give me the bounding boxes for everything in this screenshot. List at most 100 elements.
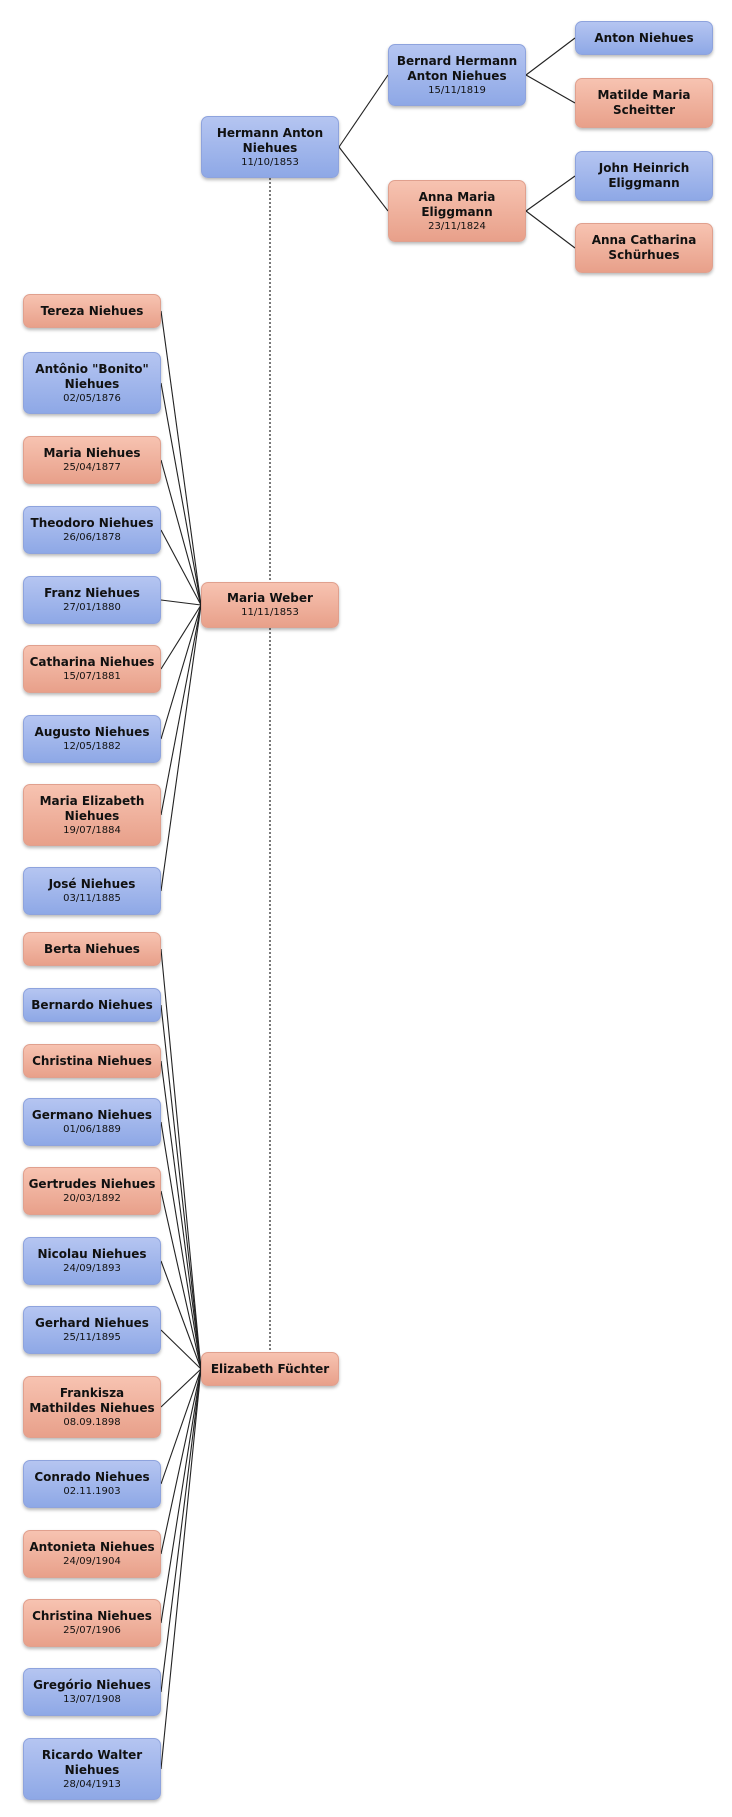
child-node[interactable]: Conrado Niehues 02.11.1903	[23, 1460, 161, 1508]
child-node[interactable]: Gertrudes Niehues 20/03/1892	[23, 1167, 161, 1215]
child-node[interactable]: Berta Niehues	[23, 932, 161, 966]
person-date: 24/09/1893	[63, 1263, 121, 1274]
person-name: Gertrudes Niehues	[28, 1177, 156, 1191]
child-connector-line	[160, 1368, 202, 1624]
person-name: Bernard Hermann Anton Niehues	[396, 53, 518, 83]
child-connector-line	[160, 1368, 202, 1693]
child-node[interactable]: Franz Niehues 27/01/1880	[23, 576, 161, 624]
child-connector-line	[160, 604, 202, 670]
person-date: 25/11/1895	[63, 1332, 121, 1343]
person-elizabeth-fuchter[interactable]: Elizabeth Füchter	[201, 1352, 339, 1386]
child-node[interactable]: Tereza Niehues	[23, 294, 161, 328]
child-connector-line	[160, 1368, 202, 1408]
child-connector-line	[160, 599, 202, 606]
person-name: Antônio "Bonito" Niehues	[35, 361, 149, 391]
child-connector-line	[160, 1368, 202, 1770]
child-connector-line	[160, 1190, 202, 1370]
child-connector-line	[160, 1368, 202, 1485]
person-date: 26/06/1878	[63, 532, 121, 543]
child-node[interactable]: Nicolau Niehues 24/09/1893	[23, 1237, 161, 1285]
person-date: 20/03/1892	[63, 1193, 121, 1204]
person-name: Augusto Niehues	[34, 725, 150, 739]
person-name: Maria Niehues	[43, 446, 141, 460]
child-node[interactable]: Bernardo Niehues	[23, 988, 161, 1022]
person-date: 11/11/1853	[241, 607, 299, 618]
child-node[interactable]: Theodoro Niehues 26/06/1878	[23, 506, 161, 554]
person-name: Ricardo Walter Niehues	[41, 1747, 143, 1777]
child-connector-line	[160, 1121, 202, 1370]
child-connector-line	[160, 1004, 202, 1370]
person-date: 25/07/1906	[63, 1625, 121, 1636]
person-date: 28/04/1913	[63, 1778, 121, 1790]
person-date: 03/11/1885	[63, 893, 121, 904]
child-connector-line	[160, 310, 202, 606]
connector-line	[338, 146, 389, 212]
connector-line	[525, 210, 576, 249]
child-connector-line	[160, 459, 202, 606]
person-name: José Niehues	[48, 877, 136, 891]
child-connector-line	[160, 382, 202, 606]
person-name: Maria Elizabeth Niehues	[39, 793, 145, 823]
connector-line	[525, 74, 576, 104]
person-anton-niehues[interactable]: Anton Niehues	[575, 21, 713, 55]
person-date: 15/07/1881	[63, 671, 121, 682]
person-name: Franz Niehues	[44, 586, 140, 600]
connector-line	[525, 175, 576, 212]
person-name: Gregório Niehues	[33, 1678, 151, 1692]
child-node[interactable]: Gerhard Niehues 25/11/1895	[23, 1306, 161, 1354]
child-node[interactable]: Christina Niehues	[23, 1044, 161, 1078]
person-name: Elizabeth Füchter	[210, 1361, 330, 1376]
person-name: Tereza Niehues	[40, 303, 144, 318]
child-node[interactable]: Christina Niehues 25/07/1906	[23, 1599, 161, 1647]
person-date: 08.09.1898	[63, 1416, 121, 1428]
person-date: 02.11.1903	[63, 1486, 121, 1497]
person-date: 12/05/1882	[63, 741, 121, 752]
child-node[interactable]: José Niehues 03/11/1885	[23, 867, 161, 915]
person-name: Nicolau Niehues	[37, 1247, 147, 1261]
person-date: 13/07/1908	[63, 1694, 121, 1705]
person-name: Gerhard Niehues	[35, 1316, 149, 1330]
person-john-heinrich-eliggmann[interactable]: John Heinrich Eliggmann	[575, 151, 713, 201]
person-name: Matilde Maria Scheitter	[597, 88, 691, 117]
person-anna-catharina-schurhues[interactable]: Anna Catharina Schürhues	[575, 223, 713, 273]
person-date: 27/01/1880	[63, 602, 121, 613]
person-name: Hermann Anton Niehues	[216, 125, 324, 155]
child-connector-line	[160, 948, 202, 1370]
person-name: Christina Niehues	[32, 1609, 152, 1623]
person-name: Antonieta Niehues	[29, 1540, 155, 1554]
child-connector-line	[160, 529, 202, 606]
child-connector-line	[160, 1329, 202, 1370]
child-connector-line	[160, 604, 202, 892]
person-maria-weber[interactable]: Maria Weber 11/11/1853	[201, 582, 339, 628]
connector-line	[525, 37, 576, 76]
child-node[interactable]: Augusto Niehues 12/05/1882	[23, 715, 161, 763]
connector-line	[338, 74, 389, 148]
person-date: 19/07/1884	[63, 824, 121, 836]
person-name: Anton Niehues	[594, 30, 694, 45]
person-name: Berta Niehues	[44, 941, 140, 956]
person-matilde-maria-scheitter[interactable]: Matilde Maria Scheitter	[575, 78, 713, 128]
person-name: Theodoro Niehues	[30, 516, 154, 530]
person-name: Frankisza Mathildes Niehues	[29, 1385, 155, 1415]
child-connector-line	[160, 604, 202, 816]
child-node[interactable]: Gregório Niehues 13/07/1908	[23, 1668, 161, 1716]
person-name: Anna Catharina Schürhues	[591, 233, 697, 262]
person-name: Conrado Niehues	[34, 1470, 150, 1484]
child-connector-line	[160, 604, 202, 740]
child-connector-line	[160, 1260, 202, 1370]
person-name: Bernardo Niehues	[31, 997, 153, 1012]
person-name: Maria Weber	[227, 591, 313, 605]
